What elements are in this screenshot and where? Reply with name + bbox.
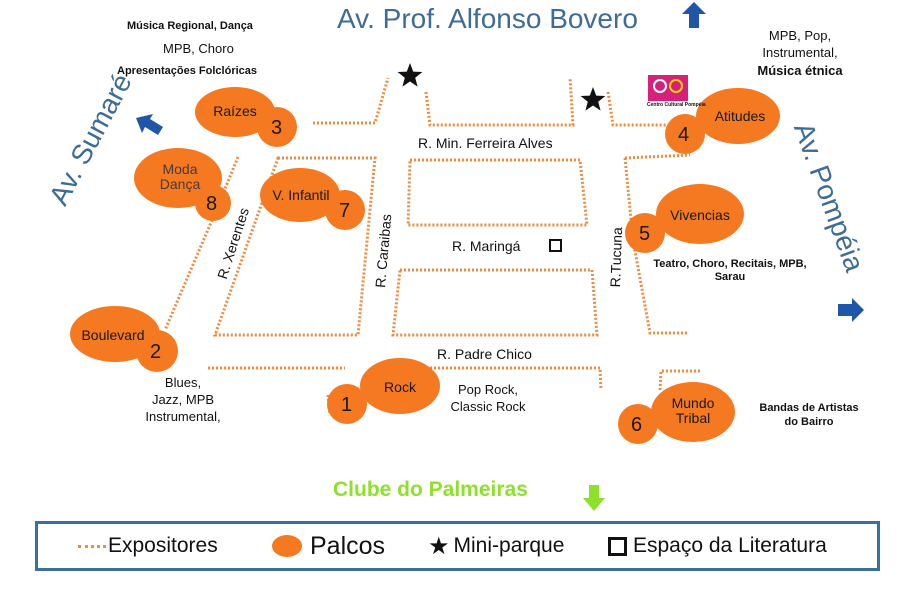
direction-arrows — [136, 2, 864, 511]
legend-palcos-label: Palcos — [310, 531, 386, 560]
stage-1-number-badge — [327, 384, 367, 424]
stage-6-body — [651, 382, 735, 442]
desc-stage4-line1: MPB, Pop, — [768, 28, 832, 43]
dotted-line-icon — [78, 544, 106, 548]
stage-3-number-badge — [257, 107, 297, 147]
stage-2-label: Boulevard — [81, 327, 145, 343]
expositor-right-side — [623, 157, 688, 335]
stage-5-number: 5 — [639, 223, 651, 245]
arrow-icon — [682, 2, 706, 28]
logo-glyph-1 — [653, 79, 667, 93]
street-maringa: R. Maringá — [452, 238, 521, 254]
map-legend: Expositores Palcos ★ Mini-parque Espaço … — [35, 521, 880, 571]
stage-7-label: V. Infantil — [272, 187, 330, 203]
stage-8-number: 8 — [206, 193, 218, 215]
star-icon — [580, 87, 606, 111]
logo-glyph-2 — [669, 79, 683, 93]
stage-8-label: Moda Dança — [159, 161, 201, 192]
legend-expositores-label: Expositores — [108, 534, 218, 557]
stage-3-label: Raízes — [213, 103, 257, 119]
street-tucuna: R.Tucuna — [607, 226, 626, 288]
desc-stage1: Pop Rock, Classic Rock — [450, 382, 526, 414]
expositor-bottom-middle — [390, 366, 603, 391]
legend-mini-parque: ★ Mini-parque — [428, 524, 564, 568]
legend-palcos: Palcos — [272, 524, 385, 568]
stage-6-number: 6 — [631, 414, 643, 436]
stage-3-number: 3 — [271, 117, 283, 139]
desc-stage4-line3: Música étnica — [757, 63, 843, 78]
legend-expositores: Expositores — [78, 524, 218, 568]
stage-2-number-badge — [136, 330, 178, 372]
legend-espaco-label: Espaço da Literatura — [633, 534, 827, 557]
stage-6-label: Mundo Tribal — [671, 395, 715, 426]
stage-4-number-badge — [665, 114, 705, 154]
desc-stage3-line3: Apresentações Folclóricas — [117, 65, 258, 77]
desc-stage6: Bandas de Artistas do Bairro — [759, 402, 859, 429]
square-icon — [608, 536, 627, 556]
arrow-icon — [838, 298, 864, 322]
stage-2-number: 2 — [150, 341, 162, 363]
legend-espaco: Espaço da Literatura — [608, 524, 827, 568]
expositor-block-left — [212, 156, 377, 337]
expositor-top-left — [313, 77, 390, 125]
orange-circle-icon — [272, 535, 302, 557]
logo-caption: Centro Cultural Pompéia — [647, 102, 706, 108]
expositor-top-middle — [424, 77, 575, 127]
expositor-block-middle-top — [406, 158, 589, 227]
arrow-icon — [136, 114, 163, 135]
desc-stage3-line1: Música Regional, Dança — [127, 20, 253, 32]
avenue-top-label: Av. Prof. Alfonso Bovero — [337, 3, 638, 34]
stage-1-label: Rock — [384, 379, 416, 395]
expositor-top-right — [606, 91, 680, 127]
desc-stage5: Teatro, Choro, Recitais, MPB, Sarau — [653, 258, 807, 283]
stage-4-label: Atitudes — [714, 108, 766, 124]
stage-1-number: 1 — [341, 394, 353, 416]
square-icon — [549, 239, 562, 252]
expositor-bottom-right — [658, 369, 700, 391]
star-icon — [397, 63, 423, 87]
expositor-right-top — [624, 153, 691, 160]
stages — [70, 87, 780, 444]
street-ferreira-alves: R. Min. Ferreira Alves — [418, 135, 553, 151]
arrow-icon — [583, 485, 605, 511]
street-padre-chico: R. Padre Chico — [437, 346, 532, 362]
avenue-bottom-label: Clube do Palmeiras — [333, 478, 528, 501]
centro-cultural-logo — [648, 75, 688, 101]
stage-7-number-badge — [325, 190, 365, 230]
star-icon: ★ — [428, 532, 450, 560]
desc-stage4-line2: Instrumental, — [762, 45, 838, 60]
stage-5-body — [656, 184, 744, 244]
stage-1-body — [360, 358, 440, 414]
stage-6-number-badge — [618, 404, 658, 444]
legend-mini-parque-label: Mini-parque — [453, 534, 565, 557]
stage-4-body — [696, 88, 780, 144]
stage-3-body — [195, 87, 275, 137]
stage-5-label: Vivencias — [670, 207, 730, 223]
stage-4-number: 4 — [678, 124, 690, 146]
stage-8-number-badge — [195, 185, 231, 221]
stage-7-body — [260, 168, 340, 222]
stage-7-number: 7 — [339, 200, 351, 222]
stage-5-number-badge — [625, 213, 665, 253]
expositor-block-middle-bottom — [391, 268, 599, 337]
desc-stage3-line2: MPB, Choro — [163, 41, 234, 56]
desc-stage2: Blues, Jazz, MPB Instrumental, — [145, 375, 221, 424]
